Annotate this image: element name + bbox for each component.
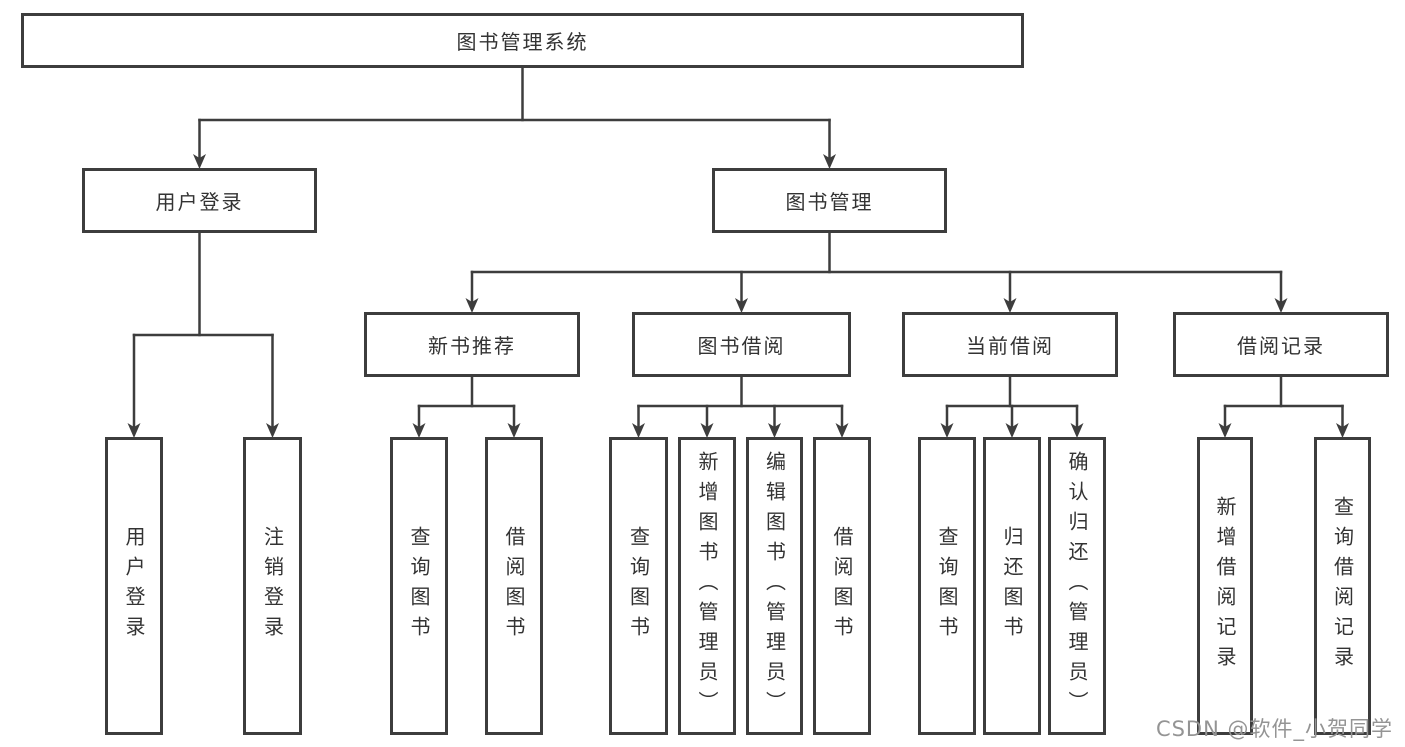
node-label-br-query: 查询借阅记录	[1330, 496, 1355, 676]
node-bb-query: 查询图书	[609, 437, 668, 735]
node-new-book-rec: 新书推荐	[364, 312, 580, 377]
node-borrow-records: 借阅记录	[1173, 312, 1389, 377]
node-cb-return: 归还图书	[983, 437, 1041, 735]
node-label-bb-borrow: 借阅图书	[830, 526, 854, 646]
node-label-br-add: 新增借阅记录	[1213, 496, 1237, 676]
node-label-cb-return: 归还图书	[1000, 526, 1024, 646]
node-bb-add: 新增图书（管理员）	[678, 437, 736, 735]
node-label-cb-query: 查询图书	[935, 526, 959, 646]
node-book-mgmt: 图书管理	[712, 168, 947, 233]
node-label-book-borrow: 图书借阅	[697, 334, 786, 358]
node-label-login-op: 用户登录	[122, 526, 146, 646]
node-cb-confirm: 确认归还（管理员）	[1048, 437, 1106, 735]
node-br-query: 查询借阅记录	[1314, 437, 1371, 735]
node-nb-borrow: 借阅图书	[485, 437, 543, 735]
node-label-cb-confirm: 确认归还（管理员）	[1065, 451, 1089, 721]
node-label-bb-query: 查询图书	[626, 526, 651, 646]
node-label-book-mgmt: 图书管理	[785, 190, 874, 214]
node-root: 图书管理系统	[21, 13, 1024, 68]
node-label-logout-op: 注销登录	[260, 526, 285, 646]
node-label-nb-borrow: 借阅图书	[502, 526, 526, 646]
node-label-new-book-rec: 新书推荐	[428, 334, 516, 358]
node-label-borrow-records: 借阅记录	[1237, 334, 1325, 358]
node-nb-query: 查询图书	[390, 437, 448, 735]
node-logout-op: 注销登录	[243, 437, 302, 735]
node-current-borrow: 当前借阅	[902, 312, 1118, 377]
node-cb-query: 查询图书	[918, 437, 976, 735]
node-label-nb-query: 查询图书	[407, 526, 431, 646]
watermark: CSDN @软件_小贺同学	[1155, 717, 1393, 741]
node-label-user-login: 用户登录	[155, 190, 244, 214]
node-label-bb-edit: 编辑图书（管理员）	[762, 451, 787, 721]
node-label-root: 图书管理系统	[456, 30, 589, 54]
node-bb-borrow: 借阅图书	[813, 437, 871, 735]
node-label-bb-add: 新增图书（管理员）	[695, 451, 719, 721]
node-user-login: 用户登录	[82, 168, 317, 233]
node-login-op: 用户登录	[105, 437, 163, 735]
node-label-current-borrow: 当前借阅	[966, 334, 1054, 358]
node-br-add: 新增借阅记录	[1197, 437, 1253, 735]
node-book-borrow: 图书借阅	[632, 312, 851, 377]
node-bb-edit: 编辑图书（管理员）	[746, 437, 803, 735]
